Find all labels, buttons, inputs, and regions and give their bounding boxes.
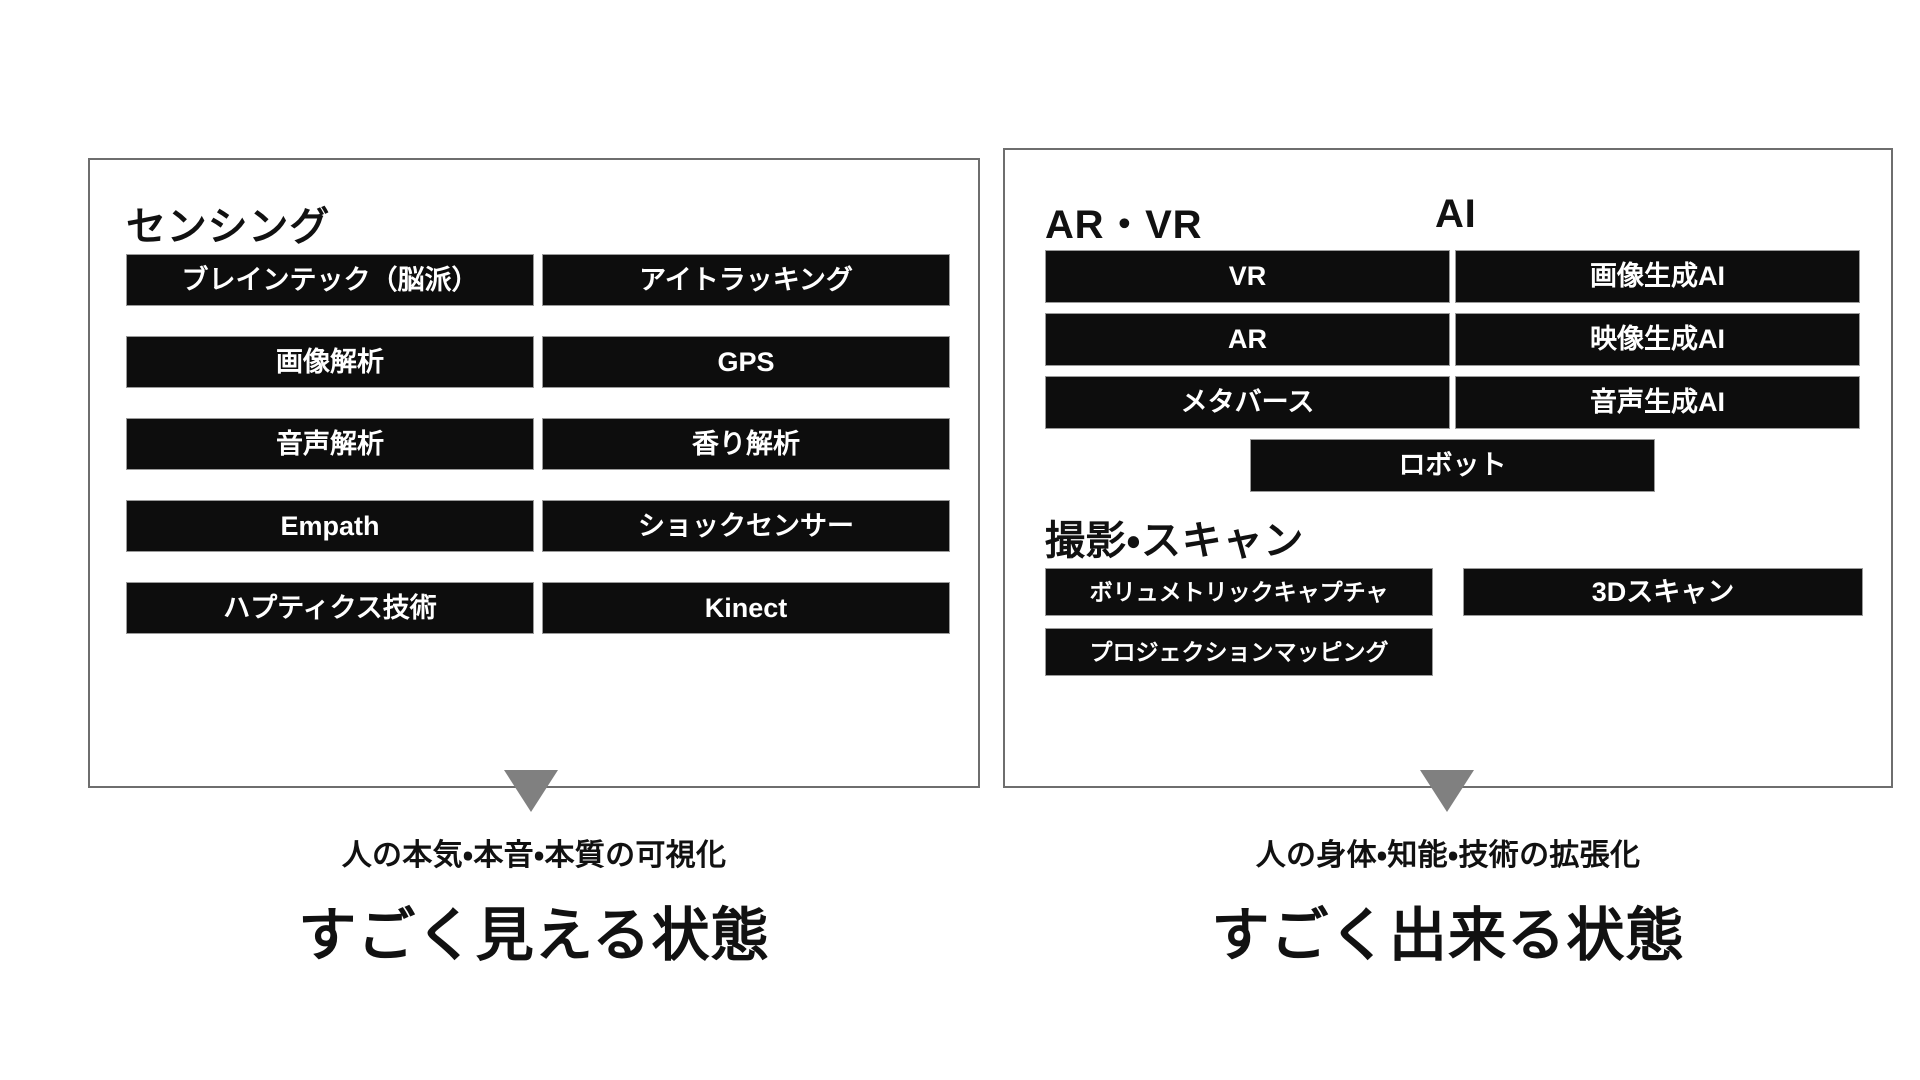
- section-heading-sensing: センシング: [126, 205, 330, 249]
- chip-braintech[interactable]: ブレインテック（脳派）: [126, 254, 534, 306]
- chip-ar[interactable]: AR: [1045, 313, 1450, 366]
- panel-arvr-ai: AR・VR AI VR AR メタバース 画像生成AI 映像生成AI 音声生成A…: [1003, 148, 1893, 788]
- chip-video-gen-ai[interactable]: 映像生成AI: [1455, 313, 1860, 366]
- chip-kinect[interactable]: Kinect: [542, 582, 950, 634]
- caption-sub-right: 人の身体・知能・技術の拡張化: [1255, 839, 1641, 872]
- caption-sub-left: 人の本気・本音・本質の可視化: [341, 839, 727, 872]
- chip-metaverse[interactable]: メタバース: [1045, 376, 1450, 429]
- chip-projection-mapping[interactable]: プロジェクションマッピング: [1045, 628, 1433, 676]
- chip-gps[interactable]: GPS: [542, 336, 950, 388]
- section-heading-capture-scan: 撮影・スキャン: [1045, 519, 1305, 563]
- chip-scent-analysis[interactable]: 香り解析: [542, 418, 950, 470]
- chip-voice-analysis[interactable]: 音声解析: [126, 418, 534, 470]
- panel-sensing: センシング ブレインテック（脳派） 画像解析 音声解析 Empath ハプティク…: [88, 158, 980, 788]
- chip-robot[interactable]: ロボット: [1250, 439, 1655, 492]
- down-arrow-icon-left: [504, 770, 558, 812]
- chip-image-gen-ai[interactable]: 画像生成AI: [1455, 250, 1860, 303]
- chip-3d-scan[interactable]: 3Dスキャン: [1463, 568, 1863, 616]
- panel-sensing-inner: センシング ブレインテック（脳派） 画像解析 音声解析 Empath ハプティク…: [90, 160, 978, 786]
- panel-arvr-ai-inner: AR・VR AI VR AR メタバース 画像生成AI 映像生成AI 音声生成A…: [1005, 150, 1891, 786]
- chip-voice-gen-ai[interactable]: 音声生成AI: [1455, 376, 1860, 429]
- chip-shock-sensor[interactable]: ショックセンサー: [542, 500, 950, 552]
- chip-empath[interactable]: Empath: [126, 500, 534, 552]
- chip-volumetric-capture[interactable]: ボリュメトリックキャプチャ: [1045, 568, 1433, 616]
- section-heading-ai: AI: [1435, 192, 1477, 236]
- chip-vr[interactable]: VR: [1045, 250, 1450, 303]
- section-heading-ar-vr: AR・VR: [1045, 203, 1203, 247]
- chip-image-analysis[interactable]: 画像解析: [126, 336, 534, 388]
- down-arrow-icon-right: [1420, 770, 1474, 812]
- caption-main-left: すごく見える状態: [298, 903, 770, 968]
- chip-haptics[interactable]: ハプティクス技術: [126, 582, 534, 634]
- chip-eye-tracking[interactable]: アイトラッキング: [542, 254, 950, 306]
- caption-main-right: すごく出来る状態: [1211, 903, 1685, 968]
